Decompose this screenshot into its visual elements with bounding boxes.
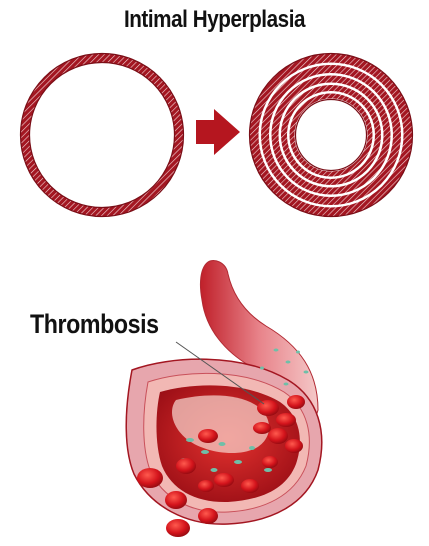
thrombosis-label: Thrombosis bbox=[30, 309, 159, 340]
vessel-illustration bbox=[126, 261, 322, 538]
thickened-vessel-ring bbox=[250, 54, 413, 217]
normal-vessel-ring bbox=[21, 54, 184, 217]
right-arrow-icon bbox=[196, 109, 240, 155]
